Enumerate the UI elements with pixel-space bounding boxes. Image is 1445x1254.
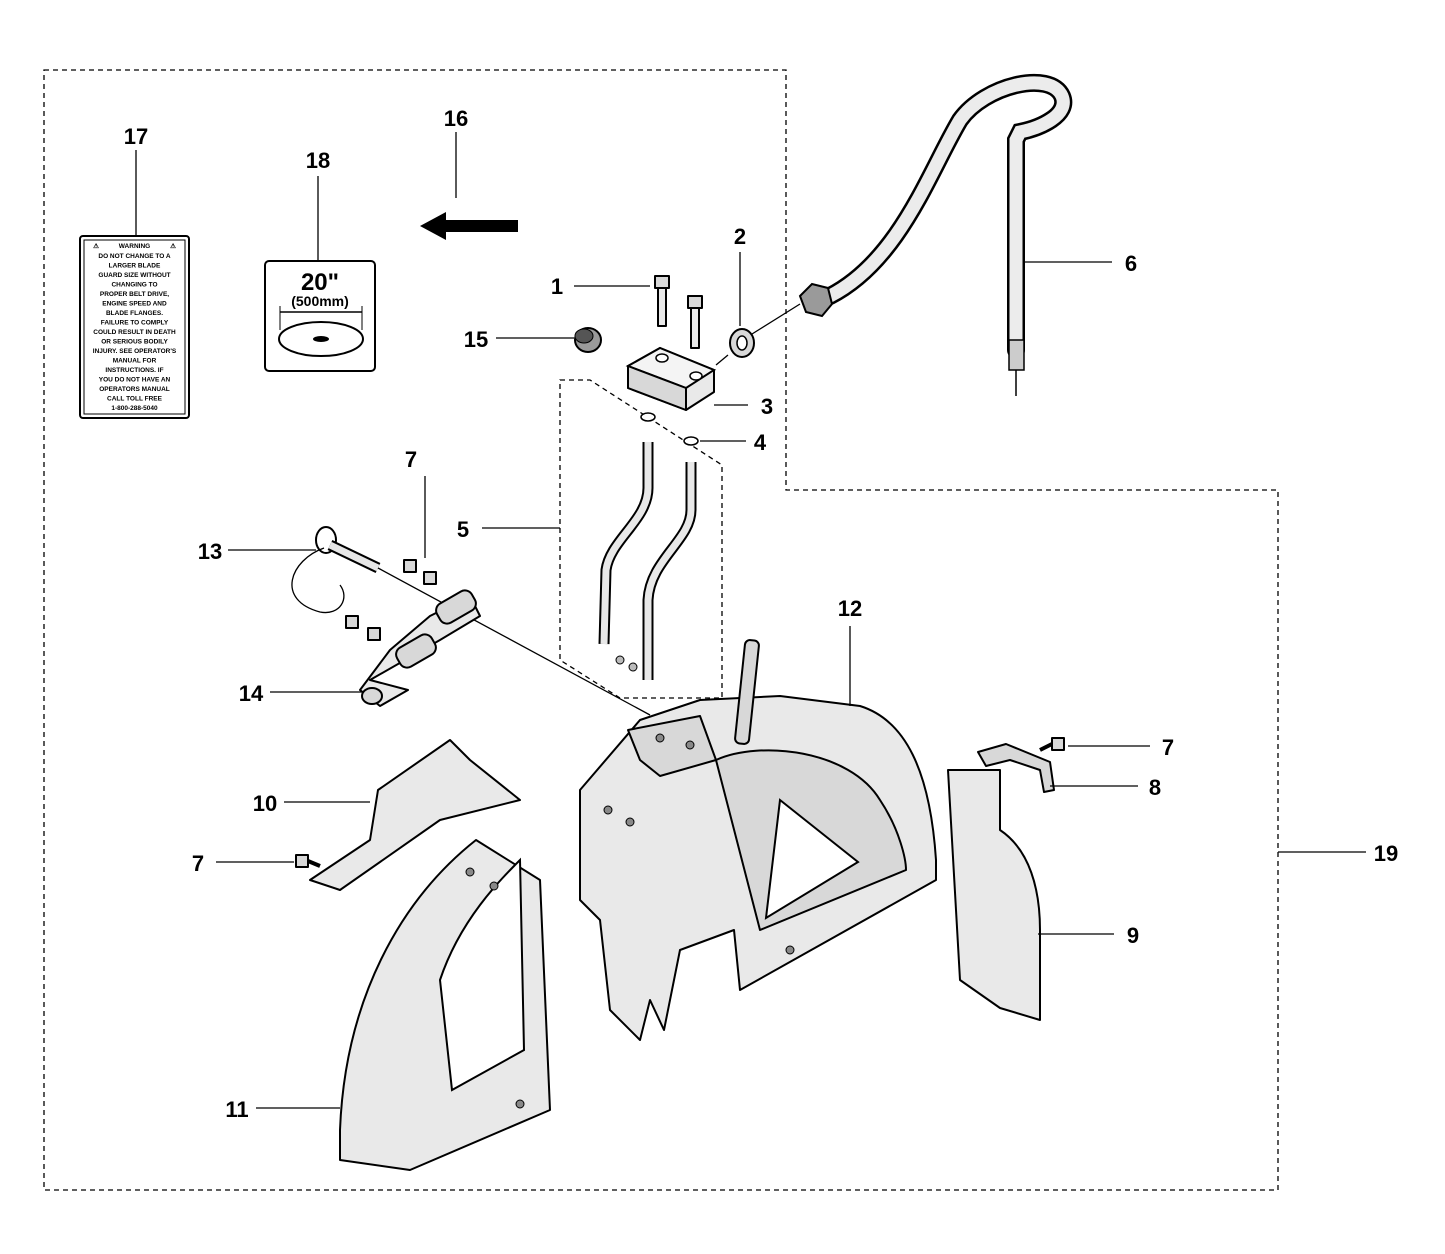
- callout-7: 7: [1162, 735, 1174, 760]
- screws: [654, 275, 703, 349]
- warning-decal-line: LARGER BLADE: [109, 263, 161, 270]
- washer: [683, 436, 699, 446]
- warning-decal-line: INSTRUCTIONS. IF: [105, 367, 163, 374]
- callout-12: 12: [838, 596, 862, 621]
- warning-decal-line: YOU DO NOT HAVE AN: [99, 377, 171, 384]
- blade-metric-text: (500mm): [291, 293, 349, 309]
- rotation-arrow-icon: [420, 212, 518, 240]
- callout-15: 15: [464, 327, 488, 352]
- hinge-bracket: [359, 589, 481, 707]
- callout-labels: 1 2 3 4 5 6 7 7 7 8 9 10 11 12 13 14 15 …: [124, 106, 1398, 1122]
- callout-17: 17: [124, 124, 148, 149]
- warning-decal-heading: WARNING: [119, 243, 150, 250]
- callout-4: 4: [754, 430, 767, 455]
- leader-lines: [135, 132, 1366, 1109]
- hinge-pin: [291, 526, 651, 716]
- callout-7: 7: [192, 851, 204, 876]
- warning-triangle-icon: ⚠: [93, 242, 100, 250]
- flap-clip: [977, 743, 1055, 793]
- blade-size-text: 20": [301, 269, 339, 296]
- warning-decal-line: DO NOT CHANGE TO A: [98, 253, 171, 260]
- callout-8: 8: [1149, 775, 1161, 800]
- callout-13: 13: [198, 539, 222, 564]
- callout-6: 6: [1125, 251, 1137, 276]
- assembly-boundary: [43, 69, 1279, 1191]
- warning-decal-line: CHANGING TO: [111, 282, 157, 289]
- callout-9: 9: [1127, 923, 1139, 948]
- support-bracket: [309, 739, 521, 891]
- warning-decal-line: OPERATORS MANUAL: [99, 386, 170, 393]
- water-valve-block: [625, 346, 717, 411]
- hose-nipple: [715, 328, 755, 366]
- warning-decal-line: OR SERIOUS BODILY: [101, 339, 168, 346]
- water-pipes: [598, 442, 697, 680]
- warning-decal-line: COULD RESULT IN DEATH: [93, 329, 176, 336]
- warning-decal-line: ENGINE SPEED AND: [102, 301, 167, 308]
- callout-18: 18: [306, 148, 330, 173]
- splash-flap: [947, 769, 1041, 1021]
- rubber-plug: [574, 327, 602, 353]
- warning-decal-line: INJURY. SEE OPERATOR'S: [93, 348, 177, 355]
- washer: [640, 412, 656, 422]
- callout-7: 7: [405, 447, 417, 472]
- warning-decal-line: CALL TOLL FREE: [107, 396, 163, 403]
- warning-decal-line: GUARD SIZE WITHOUT: [98, 272, 170, 279]
- nuts: [345, 559, 437, 641]
- blade-size-decal: 20" (500mm): [264, 260, 376, 372]
- warning-decal: WARNING ⚠ ⚠ DO NOT CHANGE TO A LARGER BLA…: [79, 235, 190, 419]
- warning-decal-line: 1-800-288-5040: [111, 405, 158, 412]
- callout-2: 2: [734, 224, 746, 249]
- blade-guard-outer: [339, 839, 551, 1171]
- water-pipe-subassembly-boundary: [559, 379, 723, 699]
- warning-triangle-icon: ⚠: [170, 242, 177, 250]
- callout-1: 1: [551, 274, 563, 299]
- callout-3: 3: [761, 394, 773, 419]
- water-hose: [751, 73, 1073, 396]
- callout-11: 11: [225, 1097, 248, 1122]
- blade-guard-main: [579, 639, 937, 1041]
- warning-decal-line: MANUAL FOR: [113, 358, 157, 365]
- warning-decal-line: BLADE FLANGES.: [106, 310, 163, 317]
- callout-16: 16: [444, 106, 468, 131]
- callout-5: 5: [457, 517, 469, 542]
- callout-14: 14: [239, 681, 264, 706]
- hose-coupling-nut: [798, 282, 834, 318]
- callout-10: 10: [253, 791, 277, 816]
- warning-decal-line: PROPER BELT DRIVE,: [100, 291, 169, 298]
- warning-decal-line: FAILURE TO COMPLY: [101, 320, 169, 327]
- callout-19: 19: [1374, 841, 1398, 866]
- screws: [295, 737, 1065, 868]
